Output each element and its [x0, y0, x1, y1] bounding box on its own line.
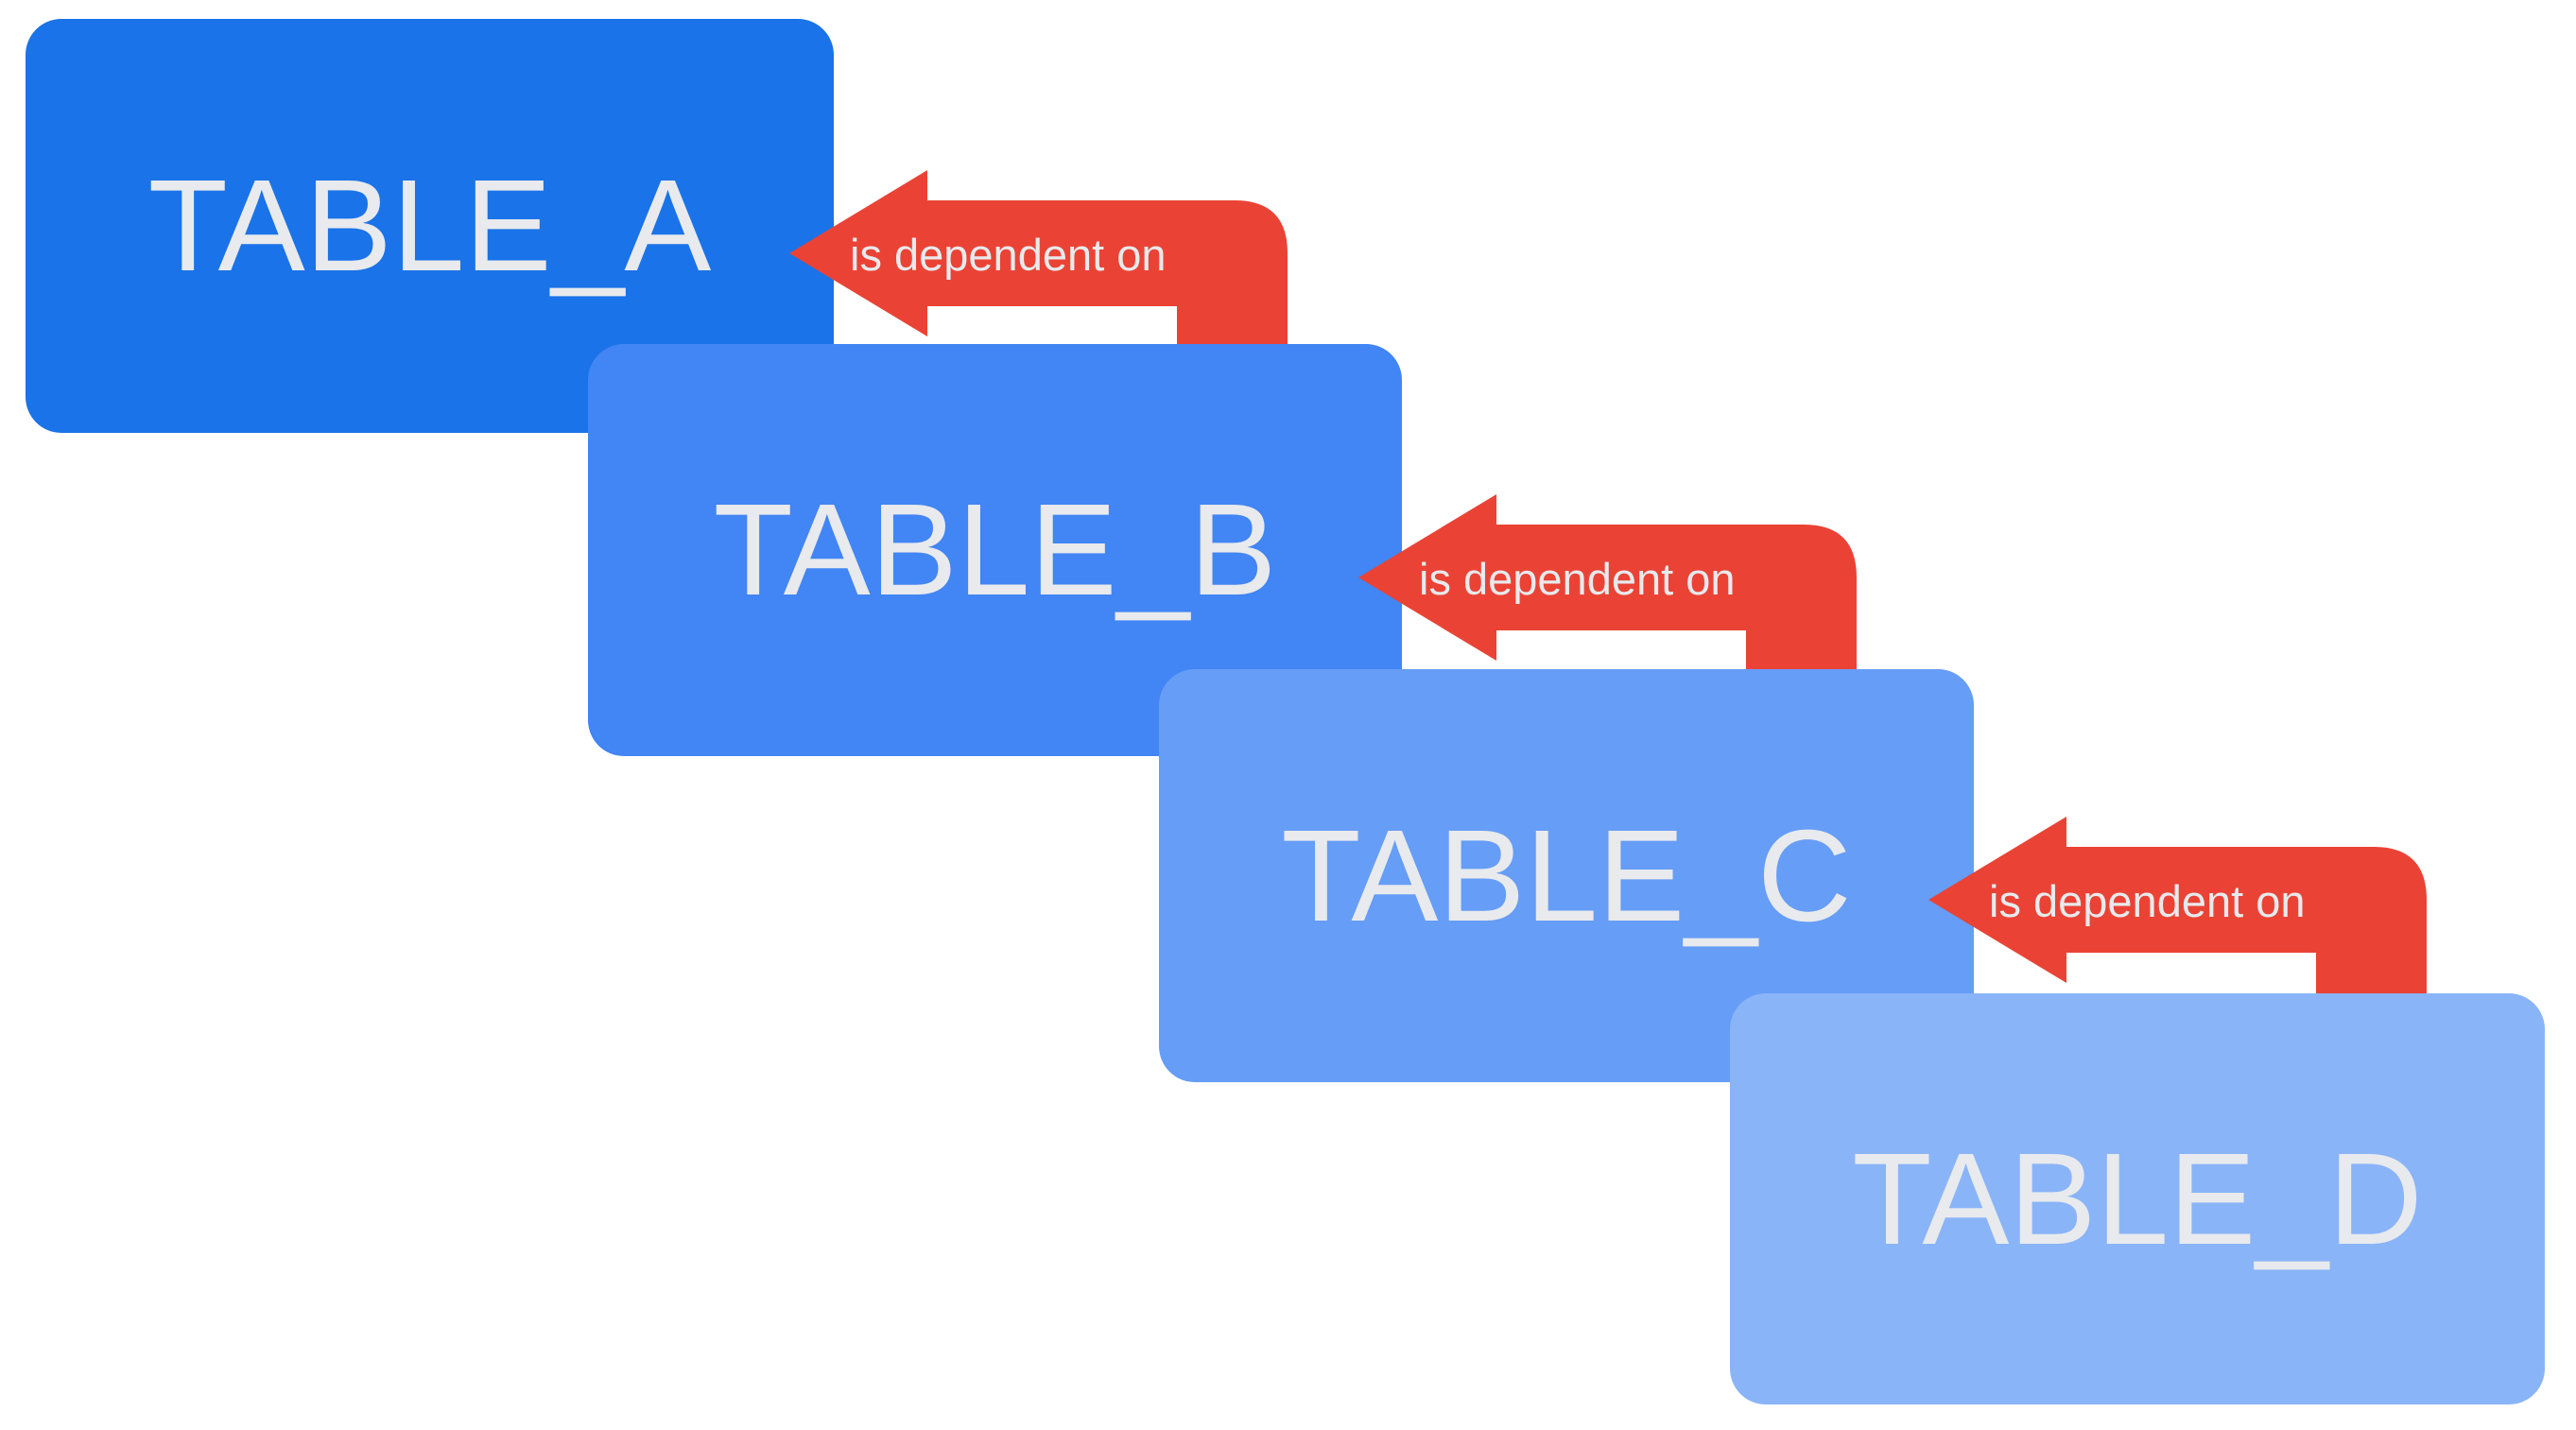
node-table-a[interactable]: TABLE_A: [26, 19, 834, 433]
edge-b-c-label: is dependent on: [1419, 554, 1736, 604]
node-label-table-c: TABLE_C: [1281, 802, 1852, 949]
node-label-table-d: TABLE_D: [1852, 1126, 2423, 1272]
edge-a-b-label: is dependent on: [850, 230, 1167, 280]
edge-c-d-label: is dependent on: [1989, 876, 2306, 926]
node-label-table-b: TABLE_B: [713, 477, 1277, 623]
node-table-d[interactable]: TABLE_D: [1730, 993, 2545, 1404]
node-label-table-a: TABLE_A: [147, 153, 712, 299]
